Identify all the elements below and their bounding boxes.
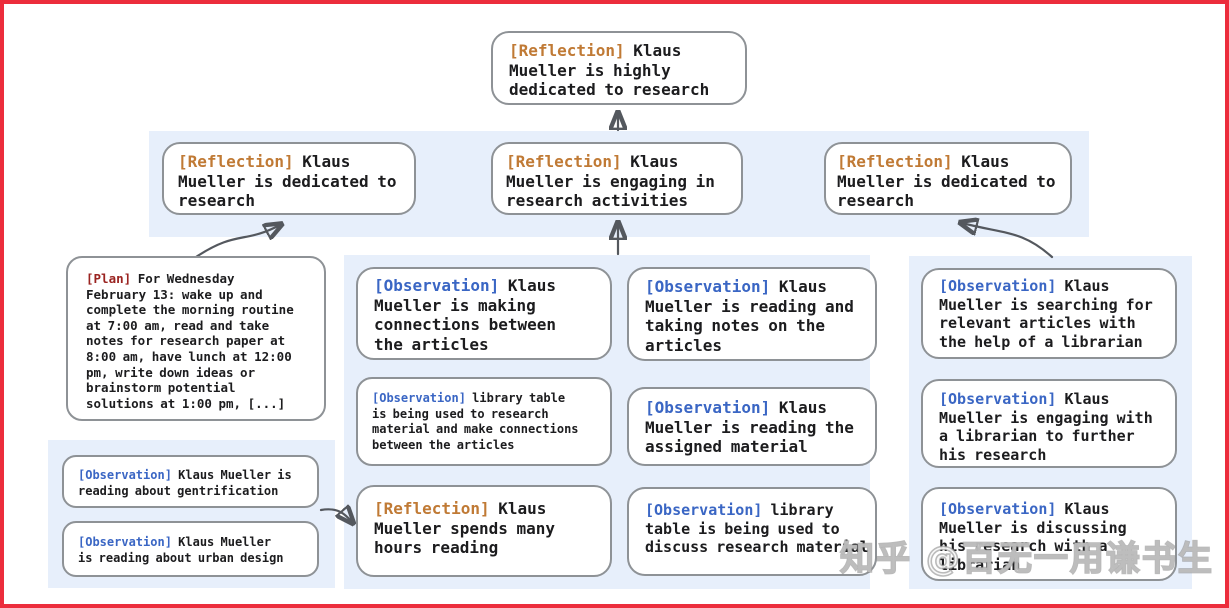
node-text: Klaus Mueller is reading about gentrific… <box>78 468 292 498</box>
node-tag: [Observation] <box>645 277 771 296</box>
node-tag: [Observation] <box>372 391 466 405</box>
node-tag: [Observation] <box>939 390 1057 408</box>
node-text: Klaus Mueller is reading and taking note… <box>645 277 854 355</box>
node-obs-library-discuss: [Observation] library table is being use… <box>627 487 877 576</box>
node-obs-assigned-material: [Observation] Klaus Mueller is reading t… <box>627 387 877 466</box>
node-obs-connections: [Observation] Klaus Mueller is making co… <box>356 267 612 360</box>
node-tag: [Reflection] <box>374 499 490 518</box>
node-tag: [Observation] <box>374 276 500 295</box>
node-tag: [Reflection] <box>837 152 953 171</box>
node-text: library table is being used to research … <box>372 391 579 452</box>
node-text: library table is being used to discuss r… <box>645 501 869 556</box>
node-obs-librarian-discuss: [Observation] Klaus Mueller is discussin… <box>921 487 1177 581</box>
node-text: For Wednesday February 13: wake up and c… <box>86 271 294 411</box>
node-text: Klaus Mueller is dedicated to research <box>178 152 397 210</box>
node-tag: [Reflection] <box>509 41 625 60</box>
node-reflection-dedicated-left: [Reflection] Klaus Mueller is dedicated … <box>162 142 416 215</box>
node-tag: [Observation] <box>939 277 1057 295</box>
node-text: Klaus Mueller is engaging in research ac… <box>506 152 715 210</box>
node-tag: [Observation] <box>939 500 1057 518</box>
node-obs-library-research: [Observation] library table is being use… <box>356 377 612 466</box>
node-text: Klaus Mueller spends many hours reading <box>374 499 556 557</box>
node-text: Klaus Mueller is searching for relevant … <box>939 277 1153 351</box>
node-reflection-dedicated-right: [Reflection] Klaus Mueller is dedicated … <box>824 142 1072 215</box>
node-obs-gentrification: [Observation] Klaus Mueller is reading a… <box>62 455 319 508</box>
node-root-reflection: [Reflection] Klaus Mueller is highly ded… <box>491 31 747 105</box>
node-text: Klaus Mueller is highly dedicated to res… <box>509 41 710 99</box>
node-text: Klaus Mueller is reading the assigned ma… <box>645 398 854 456</box>
node-tag: [Observation] <box>645 501 763 519</box>
node-text: Klaus Mueller is engaging with a librari… <box>939 390 1153 464</box>
node-plan: [Plan] For Wednesday February 13: wake u… <box>66 256 326 421</box>
node-tag: [Observation] <box>78 535 172 549</box>
node-text: Klaus Mueller is reading about urban des… <box>78 535 284 565</box>
node-tag: [Observation] <box>78 468 172 482</box>
node-tag: [Plan] <box>86 271 132 286</box>
node-obs-librarian-engage: [Observation] Klaus Mueller is engaging … <box>921 379 1177 468</box>
node-obs-urban-design: [Observation] Klaus Mueller is reading a… <box>62 521 319 577</box>
node-tag: [Reflection] <box>178 152 294 171</box>
node-tag: [Observation] <box>645 398 771 417</box>
node-obs-taking-notes: [Observation] Klaus Mueller is reading a… <box>627 267 877 361</box>
node-tag: [Reflection] <box>506 152 622 171</box>
watermark: 知乎 @百无一用谦书生 <box>839 538 1214 580</box>
node-obs-librarian-search: [Observation] Klaus Mueller is searching… <box>921 268 1177 359</box>
node-text: Klaus Mueller is making connections betw… <box>374 276 557 354</box>
node-reflection-hours-reading: [Reflection] Klaus Mueller spends many h… <box>356 485 612 577</box>
node-text: Klaus Mueller is discussing his research… <box>939 500 1127 574</box>
node-reflection-engaging: [Reflection] Klaus Mueller is engaging i… <box>491 142 743 215</box>
node-text: Klaus Mueller is dedicated to research <box>837 152 1056 210</box>
